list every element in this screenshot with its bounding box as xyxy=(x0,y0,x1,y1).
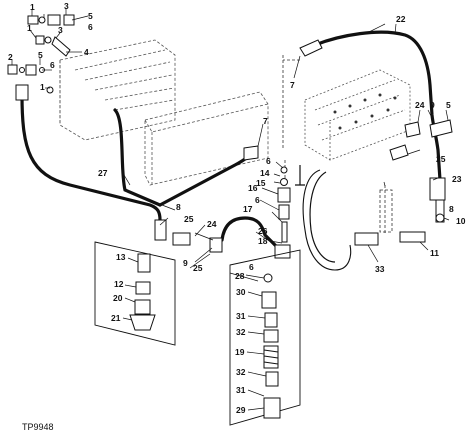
callout-5: 5 xyxy=(88,11,93,21)
callout-25c: 25 xyxy=(193,263,203,273)
callout-9b: 9 xyxy=(183,258,188,268)
control-valve-texture xyxy=(333,93,397,130)
hidden-lines xyxy=(282,55,441,246)
callout-27: 27 xyxy=(98,168,108,178)
callout-20: 20 xyxy=(113,293,123,303)
callout-5c: 5 xyxy=(446,100,451,110)
callout-19: 19 xyxy=(235,347,245,357)
callout-11: 11 xyxy=(430,248,439,258)
callout-26: 26 xyxy=(258,226,268,236)
callout-32b: 32 xyxy=(236,367,246,377)
fitting-group-top-left xyxy=(7,14,75,101)
hose-to-valve-27 xyxy=(158,150,257,207)
hose-left-upper xyxy=(113,108,162,207)
callout-17: 17 xyxy=(243,204,253,214)
callout-5b: 5 xyxy=(38,50,43,60)
callout-15: 15 xyxy=(256,178,266,188)
callout-1b: 1 xyxy=(27,23,32,33)
hose-long-left xyxy=(20,93,162,222)
inset-box-right xyxy=(229,249,301,426)
callout-18: 18 xyxy=(258,236,268,246)
callout-33: 33 xyxy=(375,264,385,274)
callout-3b: 3 xyxy=(58,25,63,35)
callout-31: 31 xyxy=(236,311,246,321)
callout-7: 7 xyxy=(290,80,295,90)
control-valve-outline xyxy=(304,69,411,161)
callout-24: 24 xyxy=(415,100,425,110)
engine-block-outline xyxy=(59,39,269,186)
callout-13: 13 xyxy=(116,252,126,262)
callout-21: 21 xyxy=(111,313,121,323)
callout-28: 28 xyxy=(235,271,245,281)
callout-4: 4 xyxy=(84,47,89,57)
callout-8: 8 xyxy=(449,204,454,214)
callout-7b: 7 xyxy=(263,116,268,126)
callout-16: 16 xyxy=(248,183,258,193)
callout-22: 22 xyxy=(396,14,406,24)
callout-12: 12 xyxy=(114,279,124,289)
callout-25: 25 xyxy=(436,154,446,164)
callout-6b: 6 xyxy=(50,60,55,70)
callout-23: 23 xyxy=(452,174,462,184)
callout-9: 9 xyxy=(430,100,435,110)
callout-10: 10 xyxy=(456,216,466,226)
callout-6d: 6 xyxy=(255,195,260,205)
figure-id: TP9948 xyxy=(22,422,54,432)
callout-29: 29 xyxy=(236,405,246,415)
leader-lines xyxy=(11,9,450,411)
callout-1c: 1 xyxy=(40,82,45,92)
callout-6: 6 xyxy=(88,22,93,32)
inset-box-left xyxy=(94,241,176,346)
callout-8b: 8 xyxy=(176,202,181,212)
callout-3: 3 xyxy=(64,1,69,11)
fitting-stack-center xyxy=(277,166,291,243)
callout-24b: 24 xyxy=(207,219,217,229)
callout-1: 1 xyxy=(30,2,35,12)
callout-6e: 6 xyxy=(249,262,254,272)
hose-fittings xyxy=(154,39,453,259)
callout-labels: 1 3 5 6 1 3 4 2 5 6 1 22 7 7 24 9 5 25 2… xyxy=(8,1,466,415)
callout-14: 14 xyxy=(260,168,270,178)
callout-6c: 6 xyxy=(266,156,271,166)
hose-26 xyxy=(220,216,282,252)
callout-32: 32 xyxy=(236,327,246,337)
callout-2: 2 xyxy=(8,52,13,62)
hoses xyxy=(20,30,442,252)
callout-30: 30 xyxy=(236,287,246,297)
callout-25b: 25 xyxy=(184,214,194,224)
steel-tube xyxy=(295,165,352,271)
callout-31b: 31 xyxy=(236,385,246,395)
